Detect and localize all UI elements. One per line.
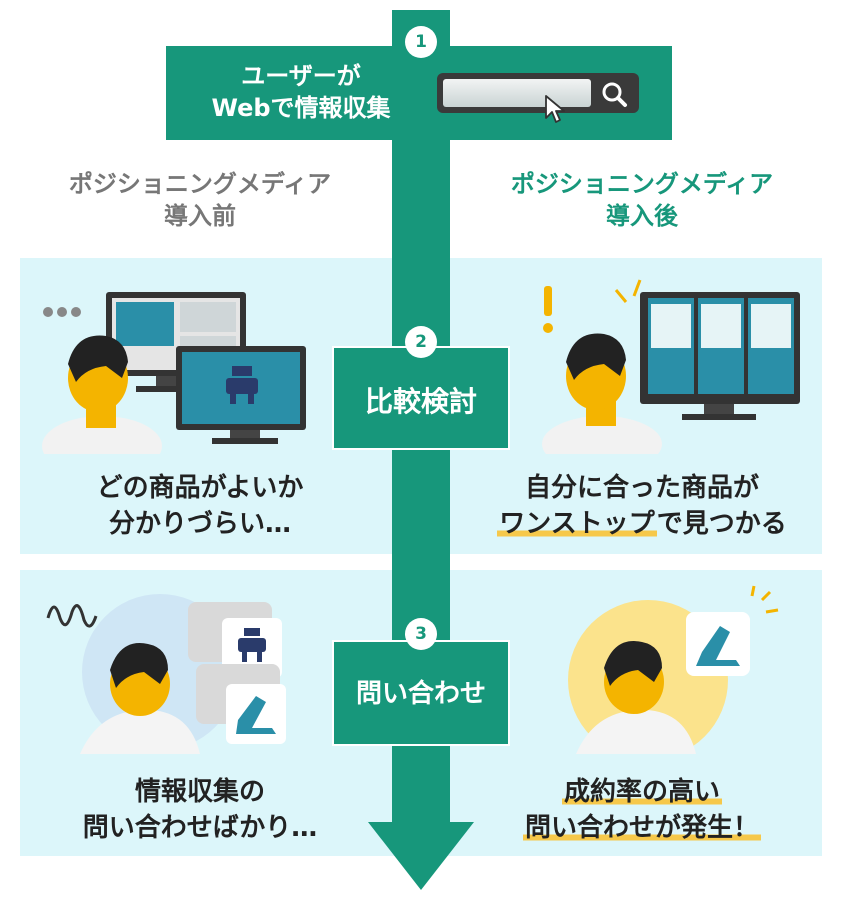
search-icon[interactable] — [599, 79, 629, 109]
after-compare-caption-highlight: ワンストップ — [497, 509, 657, 539]
gripper-icon — [238, 628, 266, 662]
step1-text: ユーザーが Webで情報収集 — [186, 60, 416, 124]
before-compare-caption: どの商品がよいか 分かりづらい… — [20, 470, 380, 542]
after-compare-caption-line2: ワンストップで見つかる — [462, 506, 822, 542]
before-inquiry-caption-line2: 問い合わせばかり… — [82, 813, 318, 843]
after-heading-line1: ポジショニングメディア — [510, 170, 774, 198]
step1-text-line1: ユーザーが — [241, 62, 361, 90]
after-heading: ポジショニングメディア 導入後 — [462, 168, 822, 232]
after-inquiry-caption-line1: 成約率の高い — [561, 777, 722, 807]
before-inquiry-illustration — [46, 594, 286, 754]
after-inquiry-illustration — [568, 585, 779, 754]
search-input[interactable] — [443, 79, 591, 107]
before-compare-caption-line2: 分かりづらい… — [108, 509, 291, 539]
robot-arm-icon — [236, 696, 276, 734]
scribble-icon — [46, 604, 98, 628]
step3-label: 問い合わせ — [355, 679, 486, 709]
before-heading-line1: ポジショニングメディア — [68, 170, 332, 198]
search-bar[interactable] — [437, 73, 639, 113]
after-compare-illustration — [542, 279, 800, 454]
after-compare-caption: 自分に合った商品が ワンストップで見つかる — [462, 470, 822, 542]
cursor-icon — [545, 95, 565, 123]
exclamation-icon — [543, 286, 553, 333]
before-heading-line2: 導入前 — [164, 202, 236, 230]
before-compare-illustration — [42, 292, 306, 454]
before-compare-caption-line1: どの商品がよいか — [96, 473, 304, 503]
after-compare-caption-line1: 自分に合った商品が — [524, 473, 759, 503]
step1-text-line2: Webで情報収集 — [211, 94, 391, 122]
step3-number: 3 — [405, 618, 437, 650]
before-heading: ポジショニングメディア 導入前 — [20, 168, 380, 232]
step2-label: 比較検討 — [364, 385, 477, 418]
step1-number: 1 — [405, 26, 437, 58]
robot-arm-icon — [696, 626, 740, 666]
after-inquiry-caption-line2: 問い合わせが発生！ — [522, 813, 761, 843]
ellipsis-icon — [43, 307, 81, 317]
after-compare-caption-rest: で見つかる — [656, 509, 787, 539]
before-inquiry-caption: 情報収集の 問い合わせばかり… — [20, 774, 380, 846]
after-heading-line2: 導入後 — [606, 202, 678, 230]
gripper-icon — [226, 366, 258, 404]
after-inquiry-caption: 成約率の高い 問い合わせが発生！ — [462, 774, 822, 846]
step2-number: 2 — [405, 326, 437, 358]
before-inquiry-caption-line1: 情報収集の — [134, 777, 265, 807]
